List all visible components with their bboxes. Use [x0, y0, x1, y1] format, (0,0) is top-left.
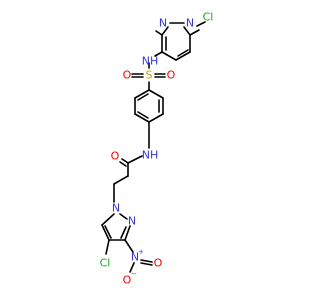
bond [101, 224, 110, 241]
bond [155, 30, 163, 36]
bond [101, 213, 115, 226]
nitrogen-label: N [159, 17, 167, 30]
bond [140, 259, 153, 263]
bond [104, 225, 112, 239]
bond [177, 49, 189, 57]
bond [183, 26, 191, 36]
amide-nh-label: NH [142, 149, 159, 162]
bond [175, 51, 191, 61]
oxygen-label: O [123, 69, 132, 82]
positive-charge-label: + [138, 248, 144, 256]
bond [189, 29, 200, 36]
oxygen-label: O [123, 274, 132, 287]
nitrogen-label: N [186, 17, 194, 30]
sulfonamide-nh-label: NH [142, 55, 159, 68]
bond [148, 89, 164, 99]
bond [124, 225, 131, 241]
bond [113, 175, 129, 185]
bond [129, 262, 135, 273]
bond [137, 93, 149, 101]
atom-labels: Cl N N NH S O O NH O N N Cl N + O − O [100, 11, 214, 287]
bond [127, 155, 143, 164]
bond [140, 262, 153, 266]
oxygen-label: O [167, 69, 176, 82]
sulfur-label: S [146, 69, 153, 82]
nitro-nitrogen-label: N [131, 251, 139, 264]
bond [119, 161, 127, 167]
bond [137, 111, 149, 119]
bond [119, 213, 128, 220]
bond [196, 21, 206, 27]
bond [134, 89, 150, 99]
bond [134, 113, 150, 123]
bond [161, 26, 169, 36]
chlorine-label: Cl [100, 257, 111, 270]
bond [105, 239, 110, 255]
negative-charge-label: − [131, 270, 137, 278]
bond [121, 158, 129, 164]
oxygen-label: O [111, 150, 120, 163]
bond [120, 226, 127, 239]
chemical-structure: Cl N N NH S O O NH O N N Cl N + O − O [100, 11, 214, 287]
nitrogen-label: N [128, 215, 136, 228]
bond [148, 113, 164, 123]
oxygen-label: O [154, 257, 163, 270]
bonds [101, 21, 206, 273]
chlorine-label: Cl [203, 11, 214, 24]
bond [124, 239, 134, 253]
nitrogen-label: N [112, 202, 120, 215]
bond [161, 51, 177, 61]
bond [154, 51, 163, 57]
